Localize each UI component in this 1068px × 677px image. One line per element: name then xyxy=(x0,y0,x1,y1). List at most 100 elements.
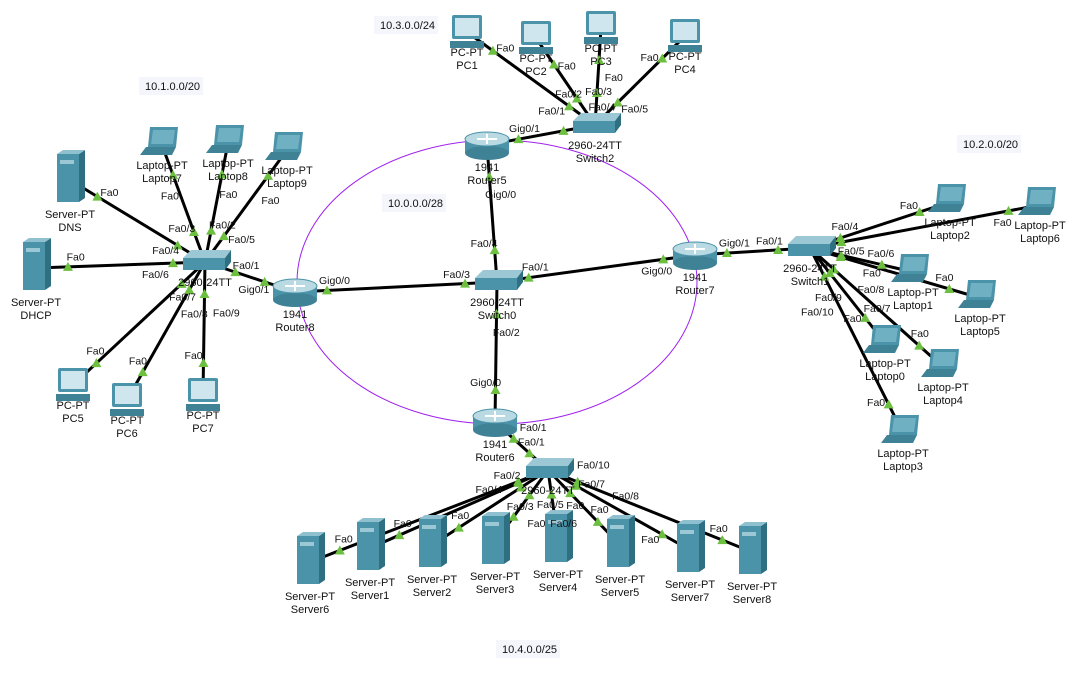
device-name-label: Switch0 xyxy=(478,310,517,322)
device-laptop-laptop8[interactable] xyxy=(206,125,244,153)
device-name-label: Laptop8 xyxy=(208,171,248,183)
link-Laptop8-SL[interactable] xyxy=(203,142,230,263)
device-server-server8[interactable] xyxy=(739,522,767,574)
port-label: Fa0 xyxy=(527,518,545,530)
link-Server2-SB[interactable] xyxy=(431,468,549,547)
port-label: Gig0/0 xyxy=(485,189,516,201)
network-label[interactable]: 10.3.0.0/24 xyxy=(374,16,438,34)
device-router-router8[interactable] xyxy=(272,278,318,307)
device-laptop-laptop3[interactable] xyxy=(881,415,919,443)
device-server-server5[interactable] xyxy=(607,515,635,567)
device-laptop-laptop7[interactable] xyxy=(140,127,178,155)
port-status-marker xyxy=(558,125,569,135)
device-pc-pc1[interactable] xyxy=(450,15,484,48)
link-Laptop6-Switch1[interactable] xyxy=(809,203,1041,250)
port-status-marker xyxy=(321,285,332,295)
device-switch-sb[interactable] xyxy=(526,458,574,478)
device-model-label: Laptop-PT xyxy=(202,158,254,170)
network-label[interactable]: 10.1.0.0/20 xyxy=(139,77,203,95)
port-label: Fa0 xyxy=(843,313,861,325)
device-laptop-laptop5[interactable] xyxy=(958,280,996,308)
link-Laptop7-SL[interactable] xyxy=(160,144,207,263)
device-router-router6[interactable] xyxy=(472,408,518,437)
device-name-label: DHCP xyxy=(20,310,51,322)
network-label[interactable]: 10.0.0.0/28 xyxy=(382,194,446,212)
device-server-dns[interactable] xyxy=(57,150,85,202)
device-labels-layer: 2960-24TT1941Router8Server-PTDNSServer-P… xyxy=(11,43,1066,616)
port-label: Fa0/4 xyxy=(831,221,858,233)
port-status-marker xyxy=(199,288,210,298)
link-DHCP-SL[interactable] xyxy=(35,260,206,270)
link-Router5-Switch0[interactable] xyxy=(485,144,499,283)
port-label: Fa0/7 xyxy=(169,292,196,304)
device-pc-pc4[interactable] xyxy=(668,19,702,52)
device-laptop-laptop0[interactable] xyxy=(863,325,901,353)
device-switch-switch2[interactable] xyxy=(573,113,621,133)
network-label[interactable]: 10.2.0.0/20 xyxy=(957,135,1021,153)
port-status-marker xyxy=(206,225,217,235)
device-server-server1[interactable] xyxy=(357,518,385,570)
link-Server8-SB[interactable] xyxy=(547,468,753,554)
link-Server7-SB[interactable] xyxy=(547,468,691,552)
link-PC1-Switch2[interactable] xyxy=(466,30,596,127)
device-pc-pc3[interactable] xyxy=(584,11,618,44)
device-switch-switch0[interactable] xyxy=(475,270,523,290)
device-server-server6[interactable] xyxy=(297,532,325,584)
device-laptop-laptop1[interactable] xyxy=(891,254,929,282)
device-model-label: 2960-24TT xyxy=(521,485,575,497)
port-status-marker xyxy=(819,271,830,281)
server-icon xyxy=(23,238,51,290)
laptop-icon xyxy=(881,415,919,443)
device-name-label: Laptop3 xyxy=(883,461,923,473)
port-status-marker xyxy=(914,340,925,350)
device-pc-pc2[interactable] xyxy=(519,21,553,54)
port-label: Fa0/2 xyxy=(494,470,521,482)
link-Laptop9-SL[interactable] xyxy=(203,149,289,263)
port-status-marker xyxy=(484,171,495,181)
device-name-label: Laptop2 xyxy=(930,230,970,242)
port-status-marker xyxy=(334,545,345,555)
port-status-marker xyxy=(216,169,227,179)
device-server-server2[interactable] xyxy=(419,515,447,567)
device-pc-pc5[interactable] xyxy=(56,368,90,401)
device-router-router7[interactable] xyxy=(672,241,718,270)
device-server-server7[interactable] xyxy=(677,520,705,572)
port-status-marker xyxy=(491,308,502,318)
device-model-label: Laptop-PT xyxy=(917,382,969,394)
port-label: Fa0 xyxy=(641,534,659,546)
device-laptop-laptop6[interactable] xyxy=(1018,187,1056,215)
device-model-label: Laptop-PT xyxy=(859,358,911,370)
device-pc-pc6[interactable] xyxy=(110,383,144,416)
device-model-label: Server-PT xyxy=(533,569,583,581)
device-laptop-laptop2[interactable] xyxy=(928,184,966,212)
port-status-marker xyxy=(168,258,179,268)
device-switch-switch1[interactable] xyxy=(788,236,836,256)
router-icon xyxy=(464,131,510,160)
link-PC3-Switch2[interactable] xyxy=(593,27,603,126)
link-Router6-Switch0[interactable] xyxy=(493,281,499,423)
device-pc-pc7[interactable] xyxy=(186,378,220,411)
laptop-icon xyxy=(891,254,929,282)
device-laptop-laptop9[interactable] xyxy=(265,132,303,160)
device-server-server3[interactable] xyxy=(482,512,510,564)
link-Laptop0-Switch1[interactable] xyxy=(808,247,887,344)
device-laptop-laptop4[interactable] xyxy=(921,349,959,377)
router-icon xyxy=(672,241,718,270)
port-label: Fa0 xyxy=(394,518,412,530)
device-server-server4[interactable] xyxy=(545,510,573,562)
device-model-label: 1941 xyxy=(283,309,307,321)
device-name-label: Server4 xyxy=(539,582,578,594)
device-router-router5[interactable] xyxy=(464,131,510,160)
link-PC7-SL[interactable] xyxy=(201,261,207,396)
port-status-marker xyxy=(876,259,887,269)
port-status-marker xyxy=(591,88,602,98)
device-server-dhcp[interactable] xyxy=(23,238,51,290)
port-label: Fa0/5 xyxy=(621,103,648,115)
port-label: Fa0/6 xyxy=(868,248,895,260)
link-PC6-SL[interactable] xyxy=(125,261,207,401)
network-label[interactable]: 10.4.0.0/25 xyxy=(496,640,560,658)
port-label: Fa0/4 xyxy=(589,102,616,114)
link-DNS-SL[interactable] xyxy=(69,178,206,264)
device-switch-sl[interactable] xyxy=(183,250,231,270)
